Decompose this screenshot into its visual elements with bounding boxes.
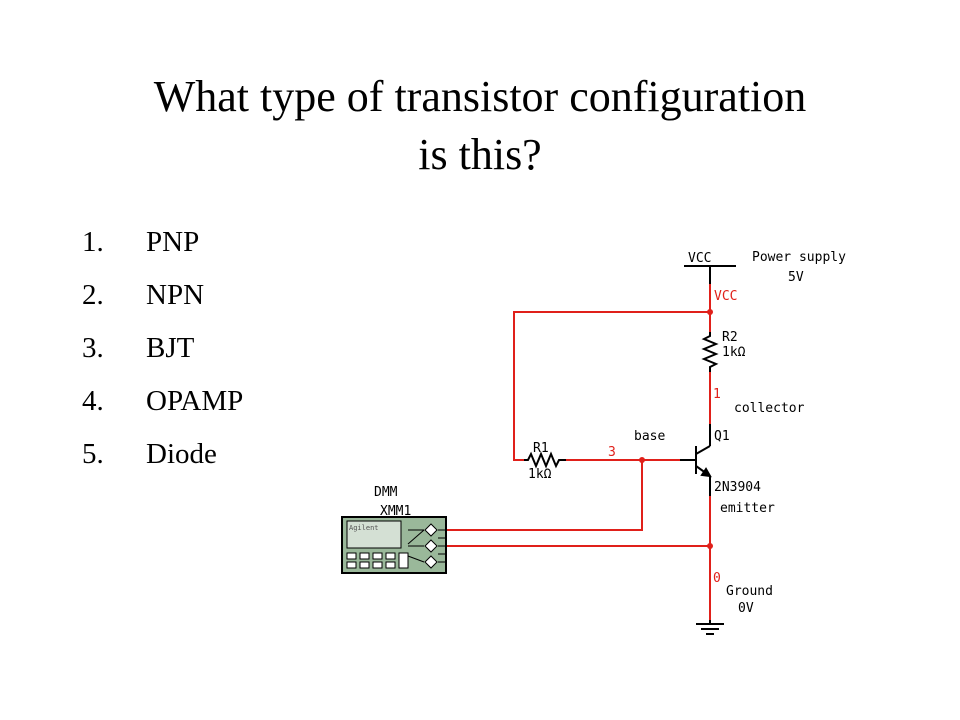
- power-supply-label: Power supply: [752, 250, 846, 265]
- resistor-r2: [701, 332, 719, 372]
- base-label: base: [634, 429, 665, 444]
- collector-label: collector: [734, 401, 805, 416]
- option-label: PNP: [146, 226, 200, 258]
- dmm-terminals: [438, 529, 445, 563]
- r1-name: R1: [533, 441, 549, 456]
- slide-title: What type of transistor configuration is…: [40, 68, 920, 184]
- emitter-label: emitter: [720, 501, 775, 516]
- option-4: 4. OPAMP: [82, 375, 243, 428]
- q1-name: Q1: [714, 429, 730, 444]
- power-supply-value: 5V: [788, 270, 804, 285]
- junction-dot: [639, 457, 645, 463]
- base-net-number: 3: [608, 445, 616, 460]
- title-line-2: is this?: [418, 130, 542, 179]
- option-2: 2. NPN: [82, 269, 243, 322]
- vcc-supply-symbol: [684, 265, 736, 284]
- junction-dot: [707, 309, 713, 315]
- option-label: BJT: [146, 332, 195, 364]
- multimeter-icon: Agilent: [341, 516, 447, 574]
- option-number: 4.: [82, 385, 104, 417]
- r1-value: 1kΩ: [528, 467, 552, 482]
- option-5: 5. Diode: [82, 428, 243, 481]
- option-number: 2.: [82, 279, 104, 311]
- ground-label: Ground: [726, 584, 773, 599]
- dmm-ref: XMM1: [380, 504, 411, 519]
- dmm-label: DMM: [374, 485, 398, 500]
- answer-options: 1. PNP 2. NPN 3. BJT 4. OPAMP 5. Diode: [82, 216, 243, 481]
- option-1: 1. PNP: [82, 216, 243, 269]
- title-line-1: What type of transistor configuration: [153, 72, 807, 121]
- junction-dot: [707, 543, 713, 549]
- option-number: 3.: [82, 332, 104, 364]
- option-3: 3. BJT: [82, 322, 243, 375]
- option-label: Diode: [146, 438, 217, 470]
- dmm-brand: Agilent: [349, 524, 379, 532]
- vcc-supply-label: VCC: [688, 251, 711, 266]
- ground-value: 0V: [738, 601, 754, 616]
- wires: [445, 284, 711, 620]
- wire-vcc-r1: [513, 311, 710, 461]
- option-label: OPAMP: [146, 385, 244, 417]
- option-number: 5.: [82, 438, 104, 470]
- ground-net-number: 0: [713, 571, 721, 586]
- transistor-q1: [680, 424, 712, 496]
- q1-part: 2N3904: [714, 480, 761, 495]
- wire-base-dmm: [445, 460, 643, 531]
- resistor-r1: [524, 451, 566, 469]
- option-number: 1.: [82, 226, 104, 258]
- r2-value: 1kΩ: [722, 345, 746, 360]
- option-label: NPN: [146, 279, 205, 311]
- ground-symbol: [696, 620, 724, 635]
- vcc-net-label: VCC: [714, 289, 737, 304]
- collector-net-number: 1: [713, 387, 721, 402]
- r2-name: R2: [722, 330, 738, 345]
